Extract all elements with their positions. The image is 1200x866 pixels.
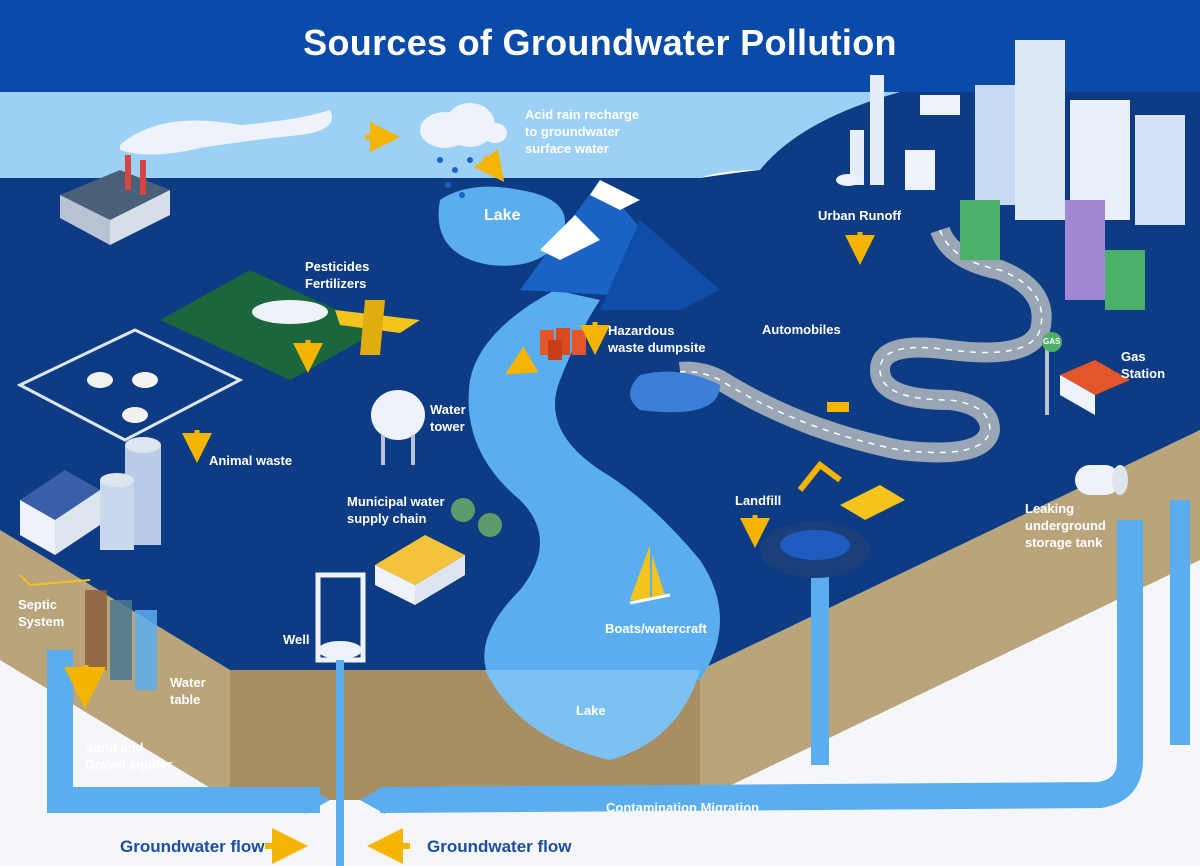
acid-rain-label-line: surface water — [525, 141, 609, 156]
automobiles-label: Automobiles — [762, 322, 841, 337]
septic-system-label-line: System — [18, 614, 65, 629]
water-tower-icon — [371, 390, 425, 465]
indicator-arrows — [64, 232, 875, 864]
tree-icon — [451, 498, 502, 537]
acid-rain-label-line: to groundwater — [525, 124, 620, 139]
cloud-icon — [420, 103, 507, 198]
mountain-icon — [520, 180, 720, 310]
water-table-label-line: Water — [170, 675, 206, 690]
aquifer-label-line: Sand and — [85, 740, 144, 755]
septic-pipe — [19, 574, 91, 587]
sailboat-icon — [629, 545, 671, 605]
landfill-debris — [780, 530, 850, 560]
barn-icon — [20, 470, 100, 555]
aquifer-label-line: Gravel aquifer — [85, 757, 173, 772]
factory-icon — [60, 155, 170, 245]
plane-icon — [335, 300, 420, 355]
flow-arrowhead-left — [305, 786, 330, 814]
hazardous-waste-label-line: Hazardous — [608, 323, 675, 338]
flow-arrowhead-right — [360, 786, 385, 814]
groundwater-flow-right-label: Groundwater flow — [427, 837, 572, 856]
landfill-label: Landfill — [735, 493, 782, 508]
excavator-icon — [797, 460, 905, 520]
pesticide-spray-cloud — [252, 300, 328, 324]
leaking-tank-label-line: Leaking — [1025, 501, 1075, 516]
municipal-water-label-line: Municipal water — [347, 494, 445, 509]
city-icon — [836, 40, 1185, 310]
leaking-tank-label-line: storage tank — [1025, 535, 1103, 550]
page-title: Sources of Groundwater Pollution — [303, 22, 897, 63]
groundwater-channel-right — [379, 520, 1143, 813]
acid-rain-label: Acid rain recharge to groundwater surfac… — [525, 106, 639, 157]
water-tower-label: Water tower — [430, 401, 466, 435]
lower-lake-label: Lake — [576, 703, 606, 718]
gas-station-label-line: Station — [1121, 366, 1166, 381]
boats-label: Boats/watercraft — [605, 621, 707, 636]
acid-rain-arrow — [473, 148, 505, 182]
gas-sign-text: GAS — [1043, 337, 1061, 346]
sheep-icon — [87, 372, 158, 423]
fence-icon — [16, 328, 244, 442]
title-band — [0, 0, 1200, 92]
water-tower-label-line: tower — [430, 419, 465, 434]
septic-tank-icon — [85, 590, 157, 690]
groundwater-channel-left — [47, 650, 320, 813]
groundwater-flow-left-label: Groundwater flow — [120, 837, 265, 856]
animal-waste-label: Animal waste — [209, 453, 293, 468]
urban-runoff-label: Urban Runoff — [818, 208, 902, 223]
water-table-label-line: table — [170, 692, 201, 707]
leaking-tank-label-line: underground — [1025, 518, 1106, 533]
pesticides-label: Pesticides Fertilizers — [305, 258, 369, 292]
crop-field-icon — [160, 270, 380, 380]
hazardous-waste-label: Hazardous waste dumpsite — [608, 322, 706, 356]
pesticides-label-line: Fertilizers — [305, 276, 367, 291]
upper-lake — [438, 186, 565, 266]
water-table-label: Water table — [170, 674, 206, 708]
warehouse-icon — [375, 535, 465, 605]
gas-station-label-line: Gas — [1121, 349, 1146, 364]
leaking-tank-label: Leaking underground storage tank — [1025, 500, 1106, 551]
upper-lake-label: Lake — [484, 207, 521, 224]
car-icon — [827, 402, 849, 412]
septic-system-label-line: Septic — [18, 597, 58, 612]
contamination-migration-label: Contamination Migration — [606, 800, 760, 815]
lake-bottom-basin — [485, 670, 700, 760]
hazardous-runoff-pool — [630, 371, 720, 413]
storage-tank-icon — [1075, 465, 1128, 495]
septic-system-label: Septic System — [18, 596, 64, 630]
barrels-icon — [540, 328, 586, 360]
pesticides-label-line: Pesticides — [305, 259, 370, 274]
gas-station-icon — [1042, 332, 1130, 415]
well-label: Well — [283, 632, 310, 647]
municipal-water-label: Municipal water supply chain — [347, 493, 445, 527]
silo-icon — [100, 437, 161, 550]
road-icon — [679, 226, 1052, 463]
gas-station-label: Gas Station — [1121, 348, 1165, 382]
acid-rain-label-line: Acid rain recharge — [525, 107, 640, 122]
hazardous-waste-label-line: waste dumpsite — [608, 340, 706, 355]
municipal-water-label-line: supply chain — [347, 511, 427, 526]
factory-smoke — [120, 110, 332, 155]
well-icon — [315, 572, 366, 866]
water-tower-label-line: Water — [430, 402, 466, 417]
aquifer-label: Sand and Gravel aquifer — [85, 739, 172, 773]
